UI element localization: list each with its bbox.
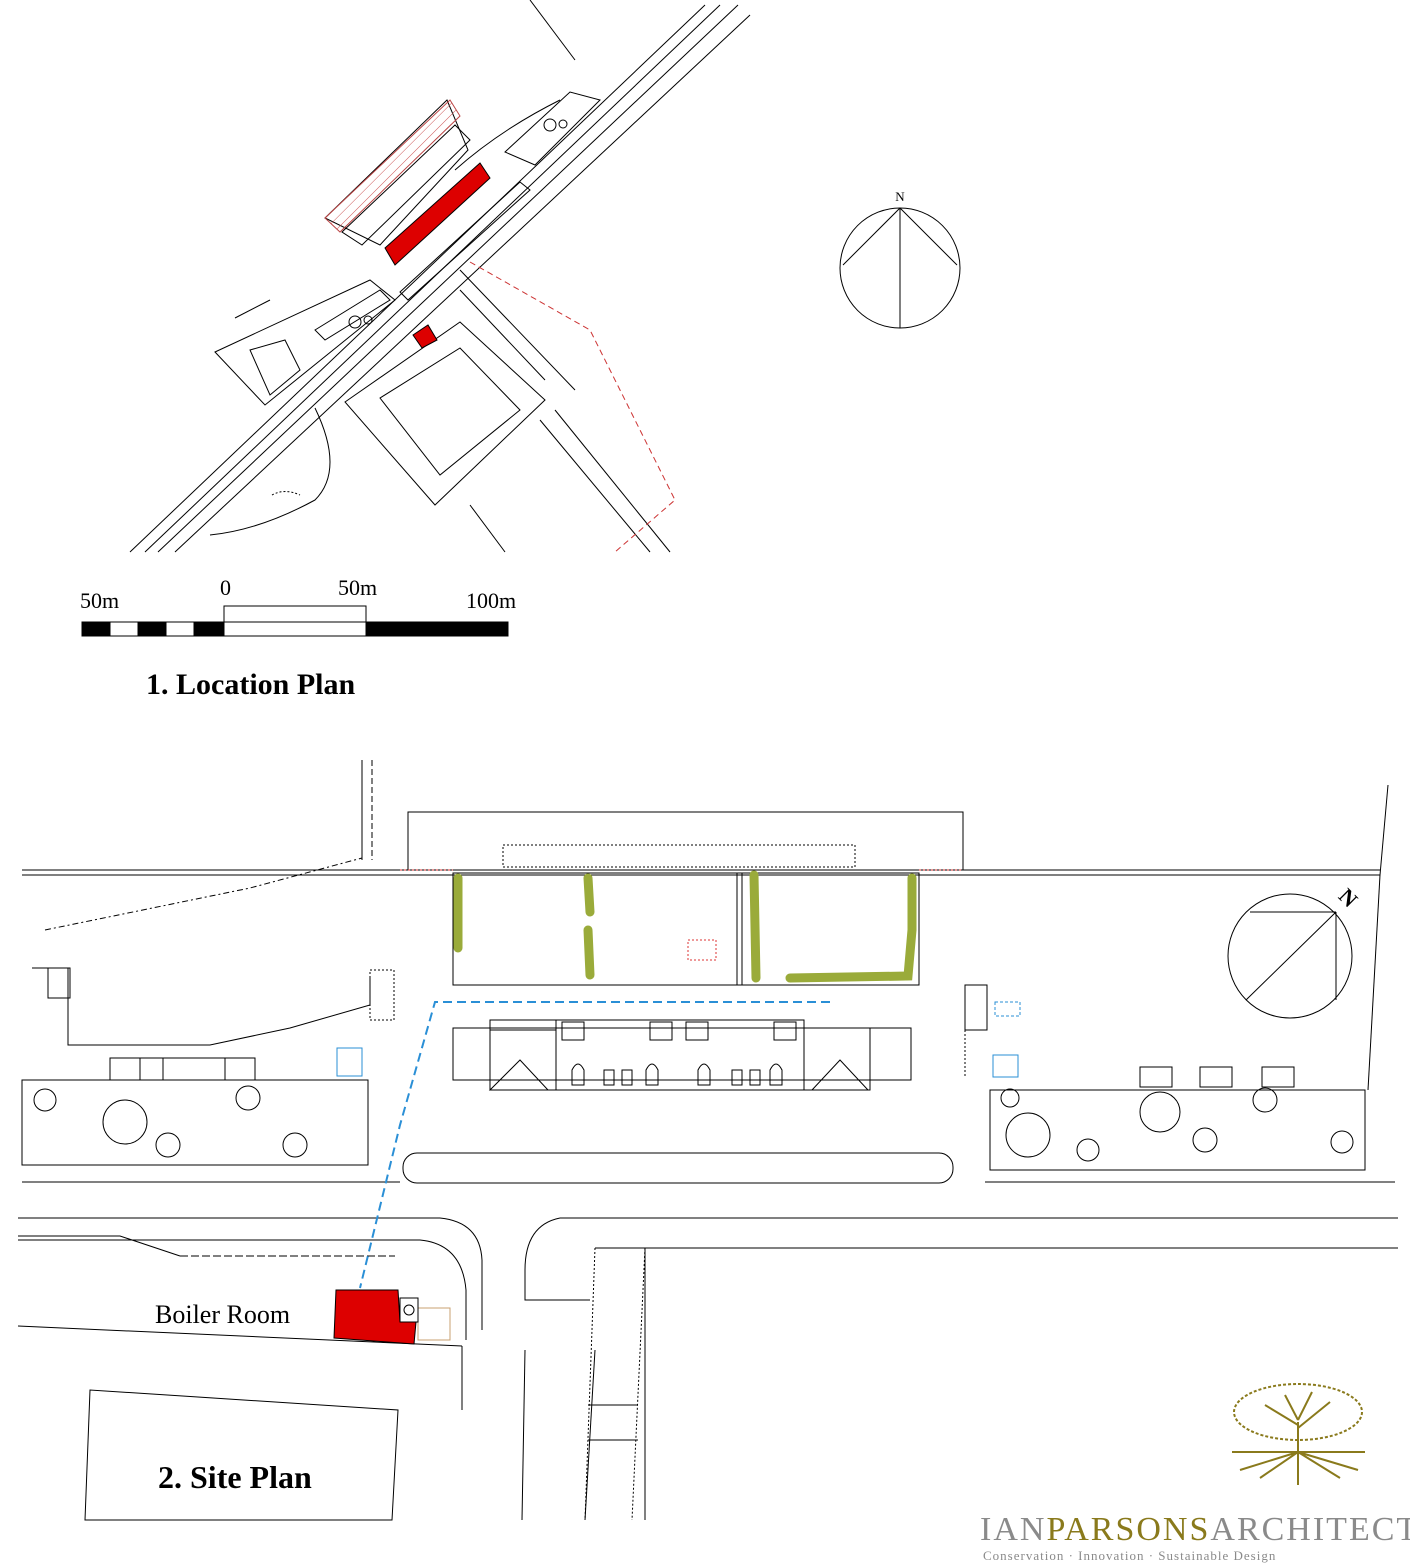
north-label-site: N xyxy=(1334,883,1363,912)
north-arrow-site xyxy=(1227,893,1353,1019)
location-plan-drawing xyxy=(129,0,751,553)
brand-name-ian: IAN xyxy=(980,1511,1046,1548)
site-plan-title: 2. Site Plan xyxy=(158,1459,312,1495)
tree-logo xyxy=(1232,1383,1365,1485)
scale-label-100m: 100m xyxy=(466,588,516,613)
scale-label-right-50m: 50m xyxy=(338,575,377,600)
brand-name-parsons: PARSONS xyxy=(1046,1511,1210,1548)
service-connections xyxy=(336,1001,1021,1078)
hedge-planting xyxy=(453,870,917,983)
scale-bar xyxy=(81,605,509,637)
brand-name: IANPARSONSARCHITECT xyxy=(980,1511,1410,1548)
brand-name-architect: ARCHITECT xyxy=(1210,1511,1410,1548)
courtyard-dashed-box xyxy=(687,939,717,961)
location-plan-title: 1. Location Plan xyxy=(146,668,355,701)
north-arrow-location xyxy=(839,207,961,329)
scale-label-left-50m: 50m xyxy=(80,588,119,613)
scale-label-zero: 0 xyxy=(220,575,231,600)
boiler-room-label: Boiler Room xyxy=(155,1300,290,1329)
location-boiler-building xyxy=(412,324,438,349)
brand-tagline: Conservation · Innovation · Sustainable … xyxy=(983,1548,1276,1563)
service-route xyxy=(359,1001,830,1289)
location-highlight-building xyxy=(384,162,491,266)
boiler-room-building xyxy=(333,1289,417,1345)
site-plan-drawing xyxy=(17,760,1398,1521)
north-label-location: N xyxy=(895,189,905,204)
